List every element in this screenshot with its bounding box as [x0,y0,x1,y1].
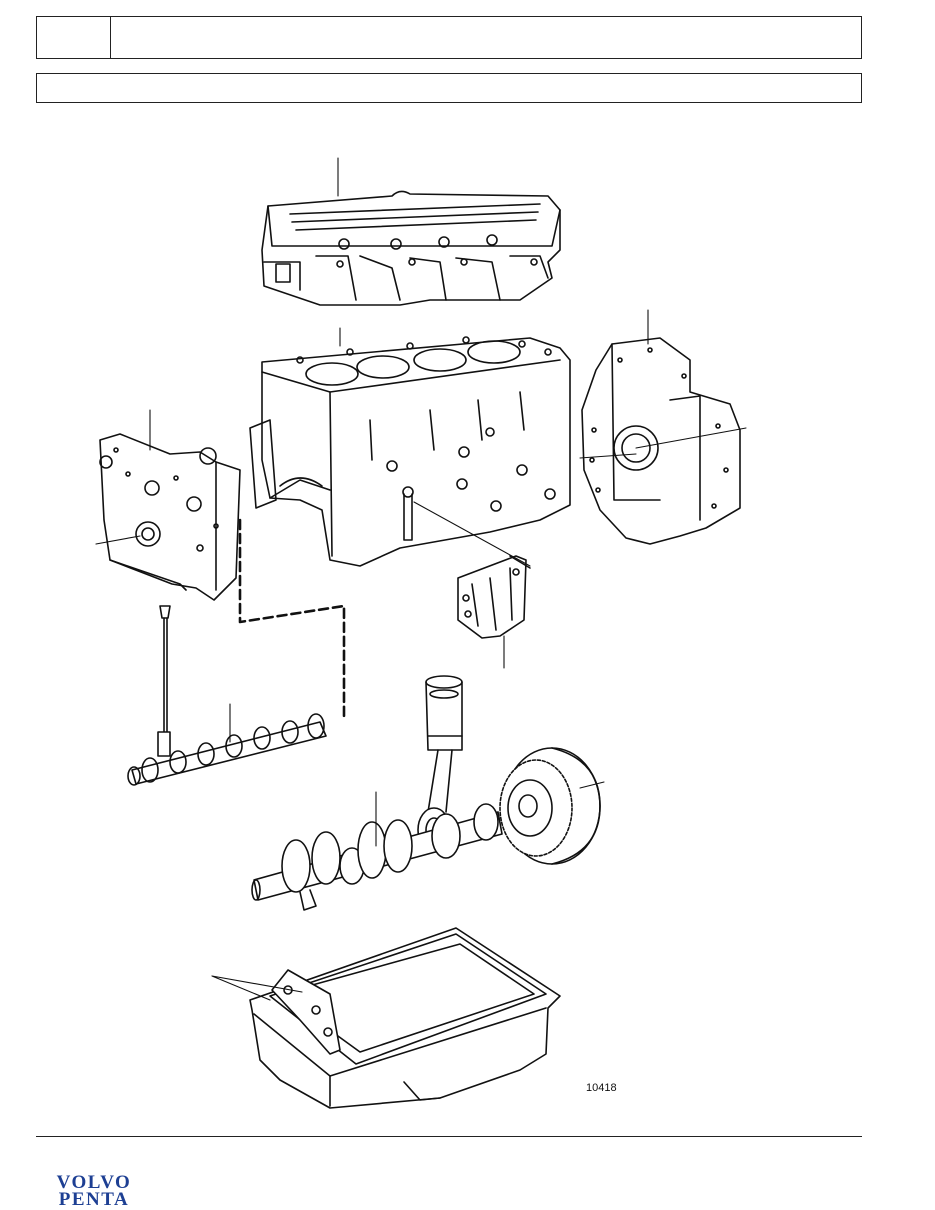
brand-line-1: VOLVO [56,1172,132,1193]
timing-gear-casing [99,433,241,601]
reference-lines [95,157,747,1001]
section-code-cell [37,17,111,58]
camshaft [127,713,327,786]
subtitle-frame [36,73,862,103]
flywheel-housing [581,337,741,545]
timing-drive-outline [238,518,346,718]
dipstick [157,605,171,757]
oil-sump [249,927,561,1109]
cylinder-head [261,190,561,306]
cylinder-block [249,336,571,567]
brand-line-2: PENTA [58,1189,130,1210]
footer-rule [36,1136,862,1137]
volvo-penta-logo: VOLVO PENTA [36,1172,152,1210]
engine-bracket [457,555,531,639]
flywheel [499,747,601,865]
crankshaft [251,803,503,911]
header-frame [36,16,862,59]
illustration-number: 10418 [586,1082,617,1094]
